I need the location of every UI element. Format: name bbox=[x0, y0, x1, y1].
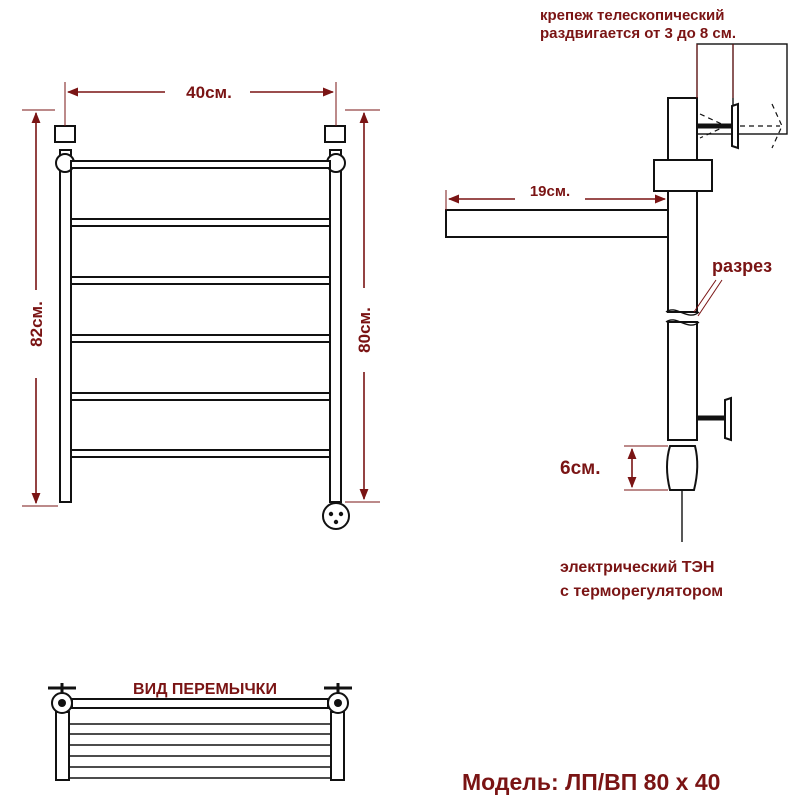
mount-label-line1: крепеж телескопический bbox=[540, 7, 724, 24]
left-top-bracket bbox=[54, 125, 76, 143]
jumper-right-post bbox=[330, 711, 345, 781]
lower-screw-cup bbox=[724, 396, 732, 442]
rung bbox=[70, 334, 331, 343]
plug-pin bbox=[338, 511, 344, 517]
upper-screw-cup bbox=[731, 102, 739, 150]
right-height-label: 80см. bbox=[355, 307, 374, 353]
width-dimension: 40см. bbox=[64, 82, 337, 126]
mount-label-line2: раздвигается от 3 до 8 см. bbox=[540, 25, 736, 42]
section-label: разрез bbox=[712, 256, 772, 276]
plug-pin bbox=[333, 519, 339, 525]
heater-plug bbox=[322, 502, 350, 530]
rung bbox=[70, 392, 331, 401]
heater-height-dimension: 6см. bbox=[560, 445, 668, 491]
side-upright-upper bbox=[667, 97, 698, 313]
section-break bbox=[665, 309, 700, 316]
jumper-left-post bbox=[55, 711, 70, 781]
rung bbox=[70, 276, 331, 285]
left-upright bbox=[59, 149, 72, 503]
depth-dimension: 19см. bbox=[445, 183, 667, 210]
mount-annotation: крепеж телескопический раздвигается от 3… bbox=[540, 7, 736, 98]
section-break bbox=[665, 319, 700, 326]
jumper-view-label: ВИД ПЕРЕМЫЧКИ bbox=[133, 681, 277, 698]
rungs bbox=[70, 160, 331, 458]
heater-label-line1: электрический ТЭН bbox=[560, 559, 714, 576]
heater-body bbox=[666, 445, 699, 491]
rung bbox=[70, 218, 331, 227]
right-top-bracket bbox=[324, 125, 346, 143]
plug-pin bbox=[328, 511, 334, 517]
mount-tube bbox=[696, 43, 788, 135]
side-clamp bbox=[653, 159, 713, 192]
rung bbox=[70, 160, 331, 169]
model-label: Модель: ЛП/ВП 80 х 40 bbox=[462, 769, 720, 795]
front-view bbox=[54, 125, 350, 530]
right-height-dimension: 80см. bbox=[345, 109, 380, 503]
jumper-top-bar bbox=[71, 698, 329, 709]
rung bbox=[70, 449, 331, 458]
heater-height-label: 6см. bbox=[560, 458, 600, 479]
right-upright bbox=[329, 149, 342, 503]
jumper-view: ВИД ПЕРЕМЫЧКИ bbox=[48, 681, 352, 781]
width-label: 40см. bbox=[186, 83, 232, 102]
upper-screw-cup-dashed bbox=[771, 103, 783, 149]
left-height-label: 82см. bbox=[27, 301, 46, 347]
side-upright-lower bbox=[667, 321, 698, 441]
depth-label: 19см. bbox=[530, 183, 570, 200]
heater-label-line2: с терморегулятором bbox=[560, 583, 723, 600]
side-view bbox=[445, 43, 788, 542]
section-annotation: разрез bbox=[693, 256, 772, 317]
side-rung bbox=[445, 209, 669, 238]
heater-annotation: электрический ТЭН с терморегулятором bbox=[560, 559, 723, 600]
left-height-dimension: 82см. bbox=[22, 109, 58, 507]
